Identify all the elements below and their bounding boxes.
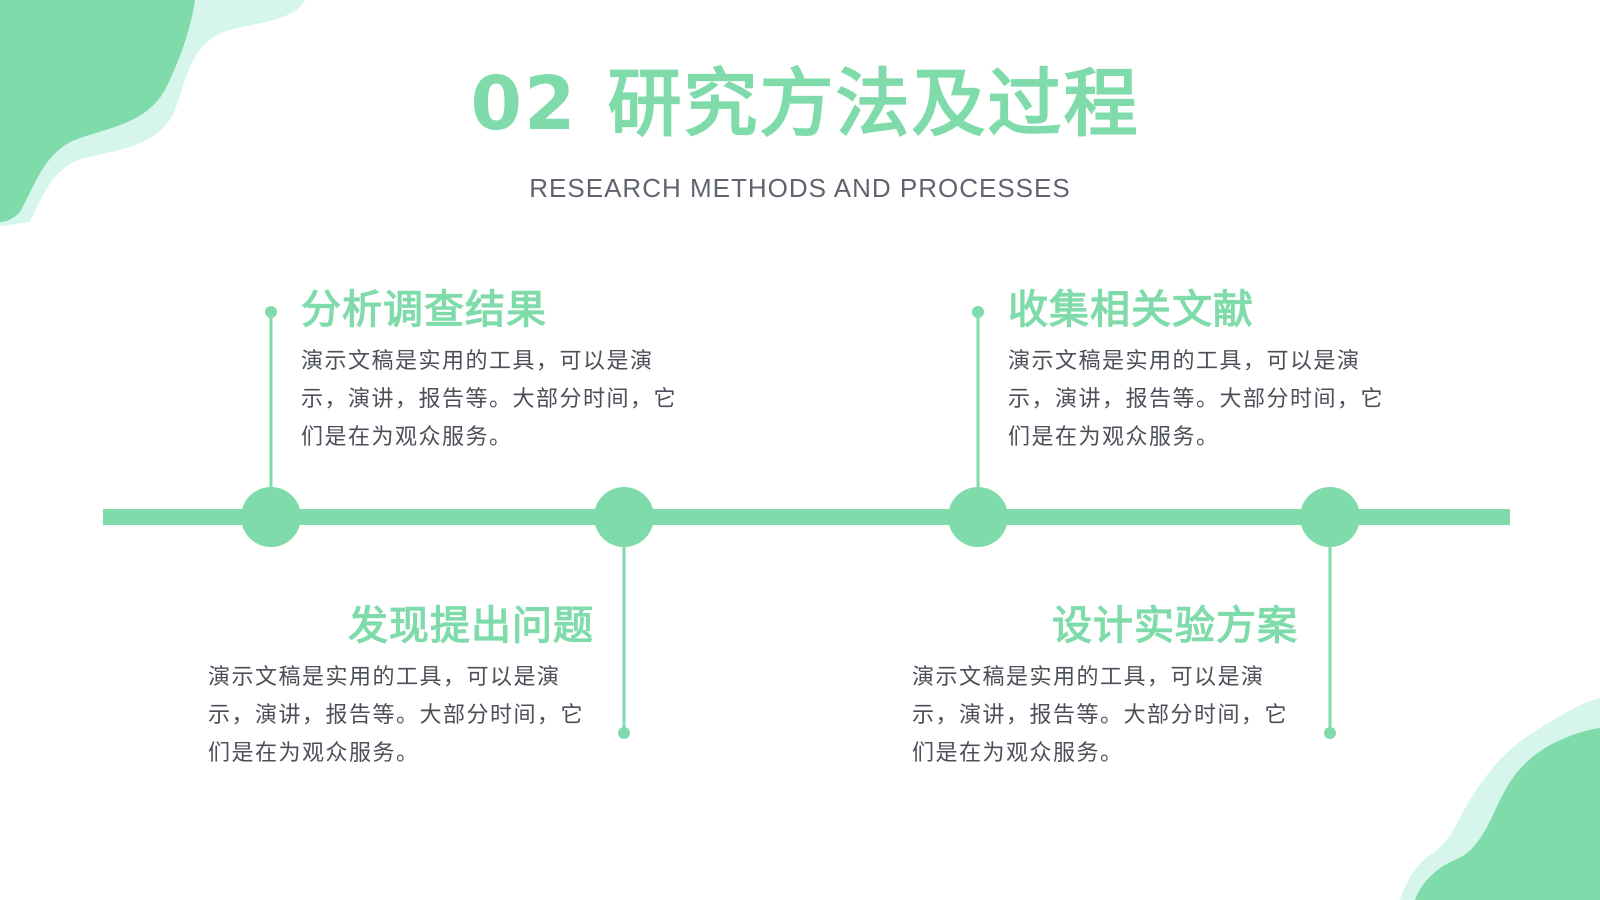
step-description: 演示文稿是实用的工具，可以是演示，演讲，报告等。大部分时间，它们是在为观众服务。	[912, 665, 1289, 766]
step-title: 分析调查结果	[301, 287, 547, 333]
connector-dot-2	[618, 727, 630, 739]
timeline-node-1	[241, 487, 301, 547]
section-number: 02	[470, 61, 578, 147]
timeline-node-3	[948, 487, 1008, 547]
step-description: 演示文稿是实用的工具，可以是演示，演讲，报告等。大部分时间，它们是在为观众服务。	[301, 349, 678, 450]
page-subtitle: RESEARCH METHODS AND PROCESSES	[529, 173, 1071, 203]
step-card-1: 分析调查结果 演示文稿是实用的工具，可以是演示，演讲，报告等。大部分时间，它们是…	[301, 285, 691, 457]
timeline-node-4	[1300, 487, 1360, 547]
step-card-2: 发现提出问题 演示文稿是实用的工具，可以是演示，演讲，报告等。大部分时间，它们是…	[208, 601, 594, 773]
step-title: 设计实验方案	[1052, 603, 1298, 649]
step-title: 发现提出问题	[348, 603, 594, 649]
step-card-3: 收集相关文献 演示文稿是实用的工具，可以是演示，演讲，报告等。大部分时间，它们是…	[1008, 285, 1398, 457]
connector-dot-3	[972, 306, 984, 318]
page-title: 02 研究方法及过程	[0, 58, 1600, 150]
section-title: 研究方法及过程	[607, 61, 1140, 147]
timeline-node-2	[594, 487, 654, 547]
step-title: 收集相关文献	[1008, 287, 1254, 333]
timeline-bar	[103, 509, 1510, 525]
connector-dot-4	[1324, 727, 1336, 739]
step-description: 演示文稿是实用的工具，可以是演示，演讲，报告等。大部分时间，它们是在为观众服务。	[208, 665, 585, 766]
step-description: 演示文稿是实用的工具，可以是演示，演讲，报告等。大部分时间，它们是在为观众服务。	[1008, 349, 1385, 450]
step-card-4: 设计实验方案 演示文稿是实用的工具，可以是演示，演讲，报告等。大部分时间，它们是…	[912, 601, 1298, 773]
connector-dot-1	[265, 306, 277, 318]
